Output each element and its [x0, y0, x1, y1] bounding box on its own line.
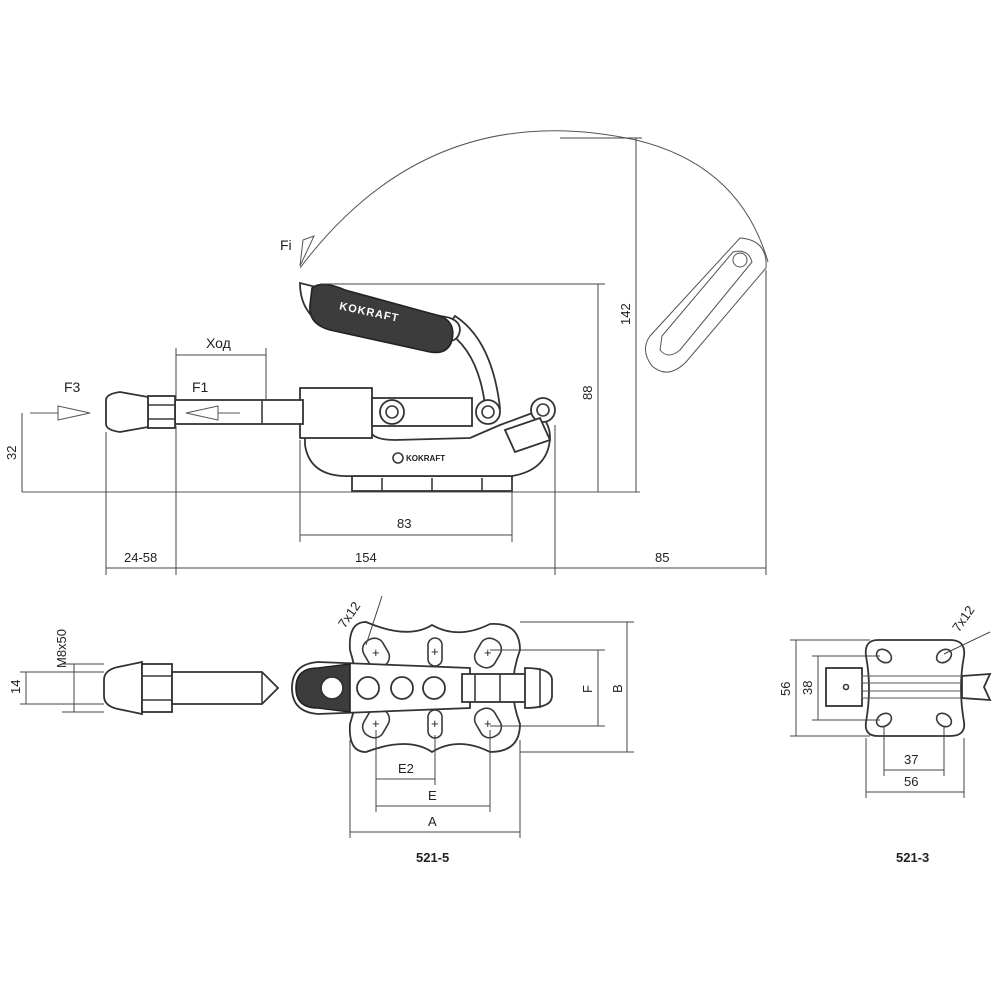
top-rod	[171, 671, 280, 705]
svg-text:+: +	[431, 644, 439, 659]
spindle-tip	[105, 391, 149, 433]
svg-text:KOKRAFT: KOKRAFT	[406, 454, 445, 463]
top-hex-nut	[141, 663, 173, 713]
force-arrows	[30, 235, 315, 421]
label-f1: F1	[192, 379, 209, 395]
dim-small-56-width: 56	[904, 774, 918, 789]
dim-small-38: 38	[800, 681, 815, 695]
pivot-pin-3	[530, 397, 556, 423]
caption-521-5: 521-5	[416, 850, 449, 865]
dim-a: A	[428, 814, 437, 829]
handle-grip: KOKRAFT	[309, 283, 454, 354]
dim-14: 14	[8, 680, 23, 694]
side-view: KOKRAFT	[4, 130, 769, 575]
small-plate-slots	[875, 648, 953, 728]
mounting-base	[351, 475, 513, 492]
plunger-housing	[299, 387, 373, 439]
handle-swung-position	[645, 237, 767, 373]
dim-32: 32	[4, 446, 19, 460]
svg-text:+: +	[484, 645, 492, 660]
dim-small-56-height: 56	[778, 682, 793, 696]
pivot-pin-1	[379, 399, 405, 425]
dim-e2: E2	[398, 761, 414, 776]
handle-swing-arc	[299, 130, 769, 269]
top-view-521-5: + + + + + + M8x50	[8, 595, 634, 865]
svg-text:+: +	[372, 716, 380, 731]
dim-small-37: 37	[904, 752, 918, 767]
caption-521-3: 521-3	[896, 850, 929, 865]
svg-text:+: +	[484, 716, 492, 731]
label-fi: Fi	[280, 237, 292, 253]
dim-e: E	[428, 788, 437, 803]
label-stroke: Ход	[206, 335, 231, 351]
dim-85: 85	[655, 550, 669, 565]
top-clevis	[524, 667, 553, 709]
dim-f: F	[580, 685, 595, 693]
f3-arrow-icon	[57, 405, 91, 421]
plunger-rod	[174, 399, 304, 425]
dim-small-slot: 7x12	[949, 603, 977, 635]
fi-arrow-icon	[299, 235, 315, 267]
hex-nut	[147, 395, 176, 429]
top-view-521-3: 7x12 56 38 37 56 521-3	[778, 603, 992, 865]
dim-24-58: 24-58	[124, 550, 157, 565]
dim-88: 88	[580, 386, 595, 400]
grip-holes	[320, 676, 446, 700]
small-clevis	[961, 672, 992, 702]
brand-logo: KOKRAFT	[392, 452, 445, 464]
top-spindle-tip	[103, 660, 143, 716]
small-plate	[864, 639, 966, 737]
svg-text:+: +	[372, 645, 380, 660]
pivot-pin-2	[475, 399, 501, 425]
top-linkage	[461, 673, 533, 703]
dim-thread: M8x50	[54, 629, 69, 668]
dim-142: 142	[618, 303, 633, 325]
svg-text:+: +	[431, 716, 439, 731]
dim-83: 83	[397, 516, 411, 531]
plunger-assembly	[105, 387, 556, 454]
label-f3: F3	[64, 379, 81, 395]
dim-154: 154	[355, 550, 377, 565]
dim-b: B	[610, 684, 625, 693]
